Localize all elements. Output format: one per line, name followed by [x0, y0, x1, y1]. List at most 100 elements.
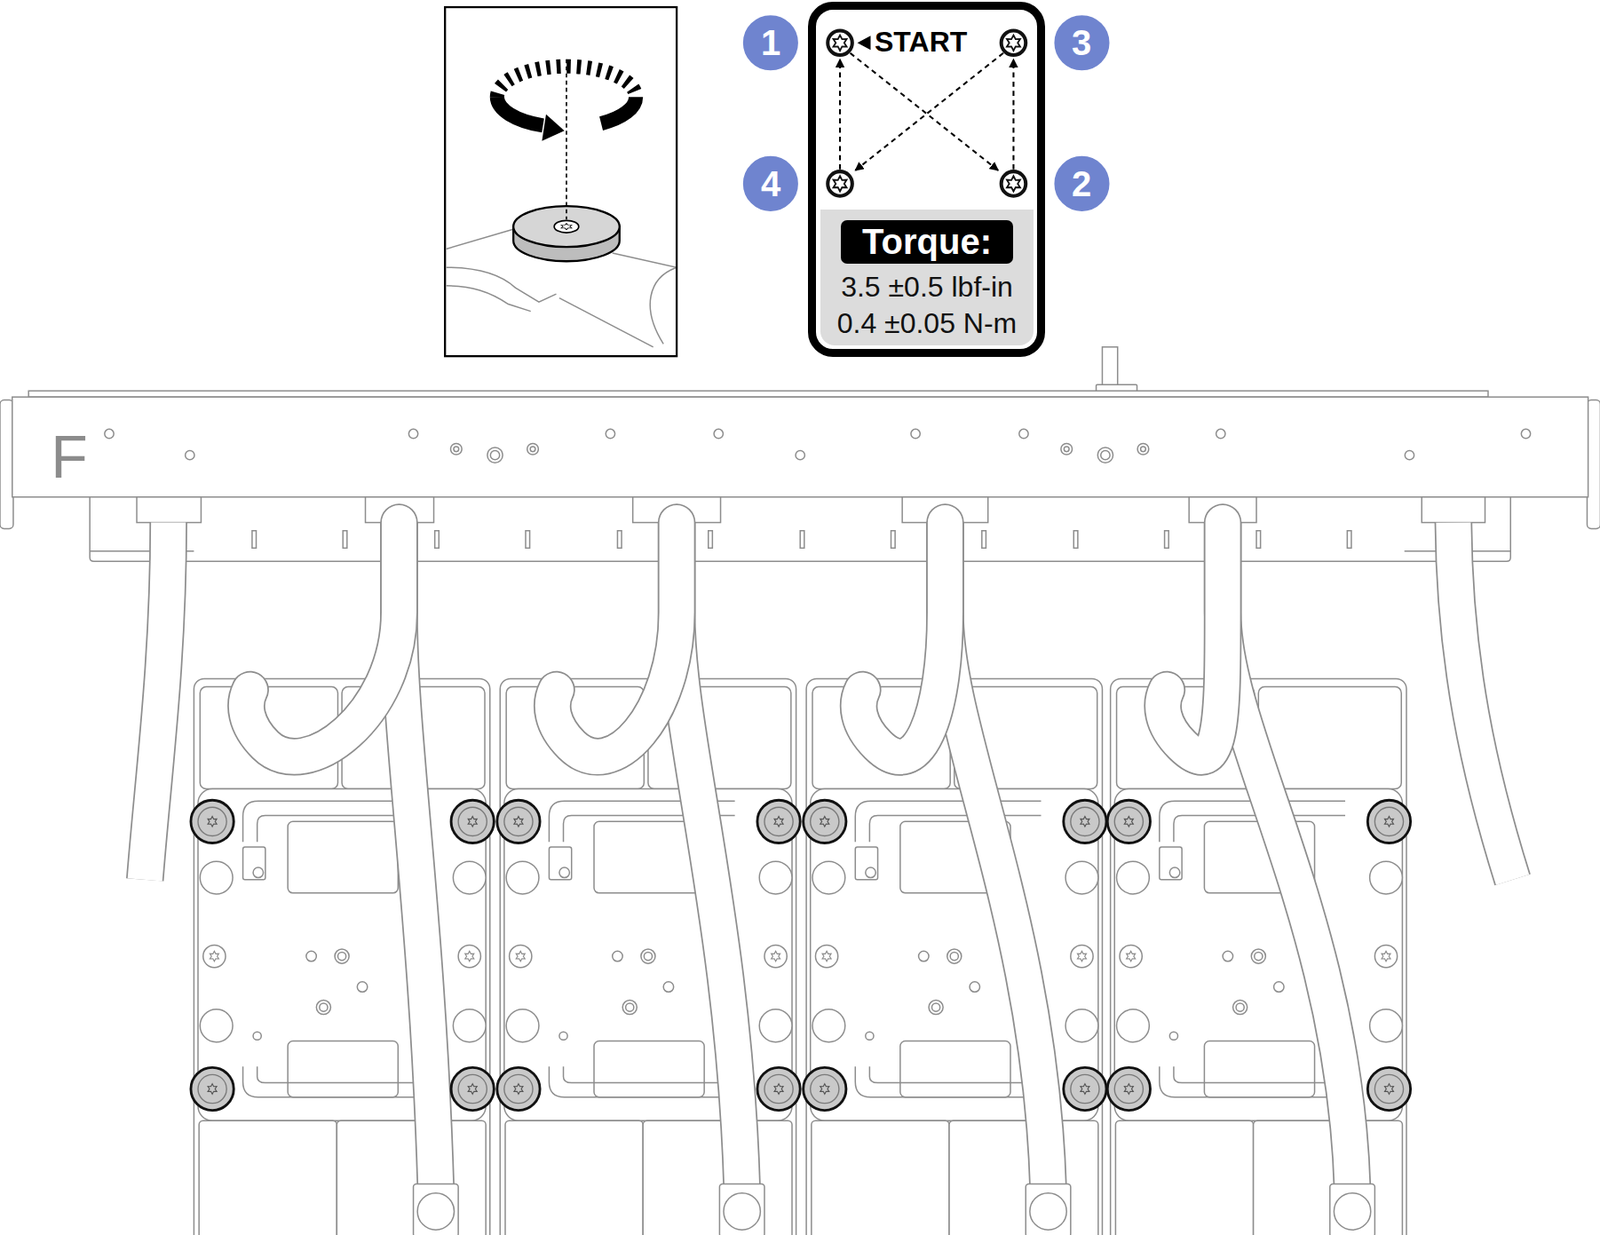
sequence-panel: START3.5 ±0.5 lbf-in0.4 ±0.05 N-mTorque: — [807, 1, 1046, 357]
torx-icon — [1077, 950, 1086, 961]
torx-icon — [1384, 816, 1394, 827]
callout-number: 3 — [1045, 7, 1117, 79]
coolant-loop — [563, 1066, 730, 1083]
torque-value: 3.5 ±0.5 lbf-in — [820, 269, 1034, 305]
captive-screw — [757, 800, 800, 843]
standoff — [506, 861, 539, 895]
illustration — [0, 7, 1600, 1235]
torque-heading-box: Torque: — [840, 220, 1014, 264]
rail-slot — [252, 530, 257, 549]
hose-outline — [245, 522, 399, 758]
rail-slot — [342, 530, 348, 549]
torx-icon — [774, 816, 784, 827]
screw-icon — [827, 30, 853, 56]
lower-block — [811, 1120, 950, 1235]
rail-slot — [435, 530, 440, 549]
torx-icon — [1124, 1084, 1133, 1094]
captive-screw — [803, 1067, 847, 1110]
torx-icon — [209, 950, 219, 961]
label-slot: 1 — [735, 7, 807, 79]
manifold-bar — [12, 396, 1589, 498]
manifold-hole — [795, 451, 805, 460]
hole — [1274, 982, 1284, 992]
standoff — [1065, 1009, 1099, 1043]
hole — [1169, 1031, 1178, 1040]
torx-icon — [1006, 175, 1021, 191]
hole — [337, 951, 346, 960]
captive-screw-head — [198, 807, 227, 836]
manifold-hole — [527, 443, 539, 455]
torx-icon — [207, 1084, 217, 1094]
hole — [643, 951, 652, 960]
captive-screw-head — [198, 1074, 227, 1103]
manifold-hole — [1520, 428, 1530, 438]
front-marking: F — [33, 420, 105, 492]
captive-screw-head — [458, 1074, 487, 1103]
hole — [1233, 1000, 1248, 1015]
standoff — [506, 1009, 539, 1043]
hose-outline — [552, 522, 677, 758]
screw-sequence — [742, 14, 1111, 213]
small-screw — [509, 944, 532, 967]
torque-heading: Torque: — [840, 220, 1014, 264]
torx-icon — [514, 816, 523, 827]
label-slot: F — [33, 420, 105, 492]
hose-outline — [1222, 522, 1353, 1190]
torx-icon — [467, 816, 477, 827]
manifold-hole — [530, 446, 536, 452]
lower-block — [1253, 1120, 1403, 1235]
hole — [316, 1000, 331, 1015]
hole — [559, 1031, 568, 1040]
coolant-loop — [1173, 1066, 1340, 1083]
rotation-arrowhead — [541, 114, 564, 142]
hose-body — [552, 522, 677, 758]
small-screw — [1374, 944, 1397, 967]
hole — [928, 1000, 943, 1015]
hole — [622, 1000, 637, 1015]
bracket — [243, 847, 266, 880]
captive-screw-head — [764, 807, 793, 836]
hose-connector — [413, 1183, 460, 1235]
hole — [1235, 1003, 1244, 1012]
lower-block — [1115, 1120, 1253, 1235]
hole — [625, 1003, 634, 1012]
manifold-hole — [185, 451, 195, 460]
callout-number: 2 — [1045, 148, 1117, 220]
hose-connector — [1330, 1183, 1376, 1235]
torx-icon — [514, 1084, 523, 1094]
hole — [918, 950, 929, 961]
rail-slot — [982, 530, 987, 549]
standoff — [1116, 861, 1150, 895]
coolant-loop — [869, 815, 1041, 842]
standoff — [812, 1009, 846, 1043]
torx-icon — [771, 950, 781, 961]
rotation-arc-front — [601, 96, 636, 124]
coolant-loop — [855, 1066, 1036, 1097]
hole — [1254, 951, 1263, 960]
module-hoses — [245, 522, 1353, 1190]
torx-icon — [1126, 950, 1136, 961]
hose-outline — [858, 522, 945, 758]
standoff — [1116, 1009, 1150, 1043]
bracket — [855, 847, 878, 880]
hose-outline — [1163, 522, 1223, 758]
captive-screw-head — [1114, 1074, 1143, 1103]
plate-window — [900, 1040, 1011, 1097]
captive-screw — [1107, 1067, 1150, 1110]
captive-screw — [190, 1067, 234, 1110]
captive-screw-head — [1070, 807, 1100, 836]
sequence-arrow — [839, 59, 841, 170]
torx-icon — [1384, 1084, 1394, 1094]
coolant-loop — [548, 1066, 729, 1097]
torx-icon — [833, 175, 848, 191]
bracket — [548, 847, 571, 880]
coolant-loop — [869, 1066, 1036, 1083]
label-slot: 2 — [1045, 148, 1117, 220]
torx-icon — [467, 1084, 477, 1094]
manifold-hole — [605, 428, 615, 438]
start-pointer — [857, 35, 872, 50]
screw-icon — [1001, 30, 1027, 56]
torx-icon — [1080, 1084, 1090, 1094]
torx-icon — [1124, 816, 1133, 827]
manifold-fitting — [1100, 451, 1110, 460]
